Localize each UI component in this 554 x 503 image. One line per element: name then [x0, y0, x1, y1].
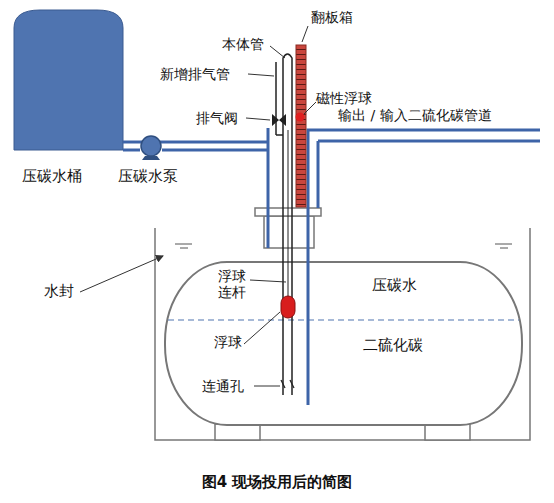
interface-line [168, 319, 519, 320]
tank-leg [425, 424, 470, 440]
figure-caption: 图4 现场投用后的简图 [0, 473, 554, 492]
part-label: 浮球 [214, 334, 242, 350]
water-barrel [14, 10, 123, 150]
part-label: 连通孔 [202, 378, 244, 394]
body-pipe [283, 54, 292, 395]
part-label: 新增排气管 [160, 66, 230, 82]
part-label: 本体管 [222, 36, 264, 52]
zone-label: 二硫化碳 [363, 337, 423, 354]
float [281, 296, 295, 318]
pipe-label: 输出 / 输入二硫化碳管道 [338, 107, 492, 123]
connecting-hole [281, 380, 294, 388]
pump-symbol [141, 136, 161, 156]
magnetic-float [296, 113, 305, 122]
float-rod [288, 130, 289, 298]
pump-base [142, 156, 160, 160]
vent-pipe [275, 62, 277, 135]
part-label: 翻板箱 [311, 9, 353, 25]
part-label: 浮球 连杆 [218, 268, 248, 300]
water-level [175, 244, 512, 248]
water-seal-box [155, 228, 530, 440]
flap-box [296, 45, 306, 207]
zone-label: 压碳水 [372, 277, 417, 294]
part-label: 压碳水桶 [22, 168, 82, 185]
part-label: 压碳水泵 [118, 168, 178, 185]
vent-valve [272, 114, 286, 126]
part-label: 排气阀 [196, 110, 238, 126]
storage-tank [165, 262, 522, 425]
tank-leg [215, 424, 260, 440]
standpipe [268, 128, 540, 405]
leader-lines [80, 26, 316, 386]
part-label: 磁性浮球 [316, 90, 372, 106]
vent-pipe [276, 134, 283, 136]
part-label: 水封 [44, 283, 74, 300]
